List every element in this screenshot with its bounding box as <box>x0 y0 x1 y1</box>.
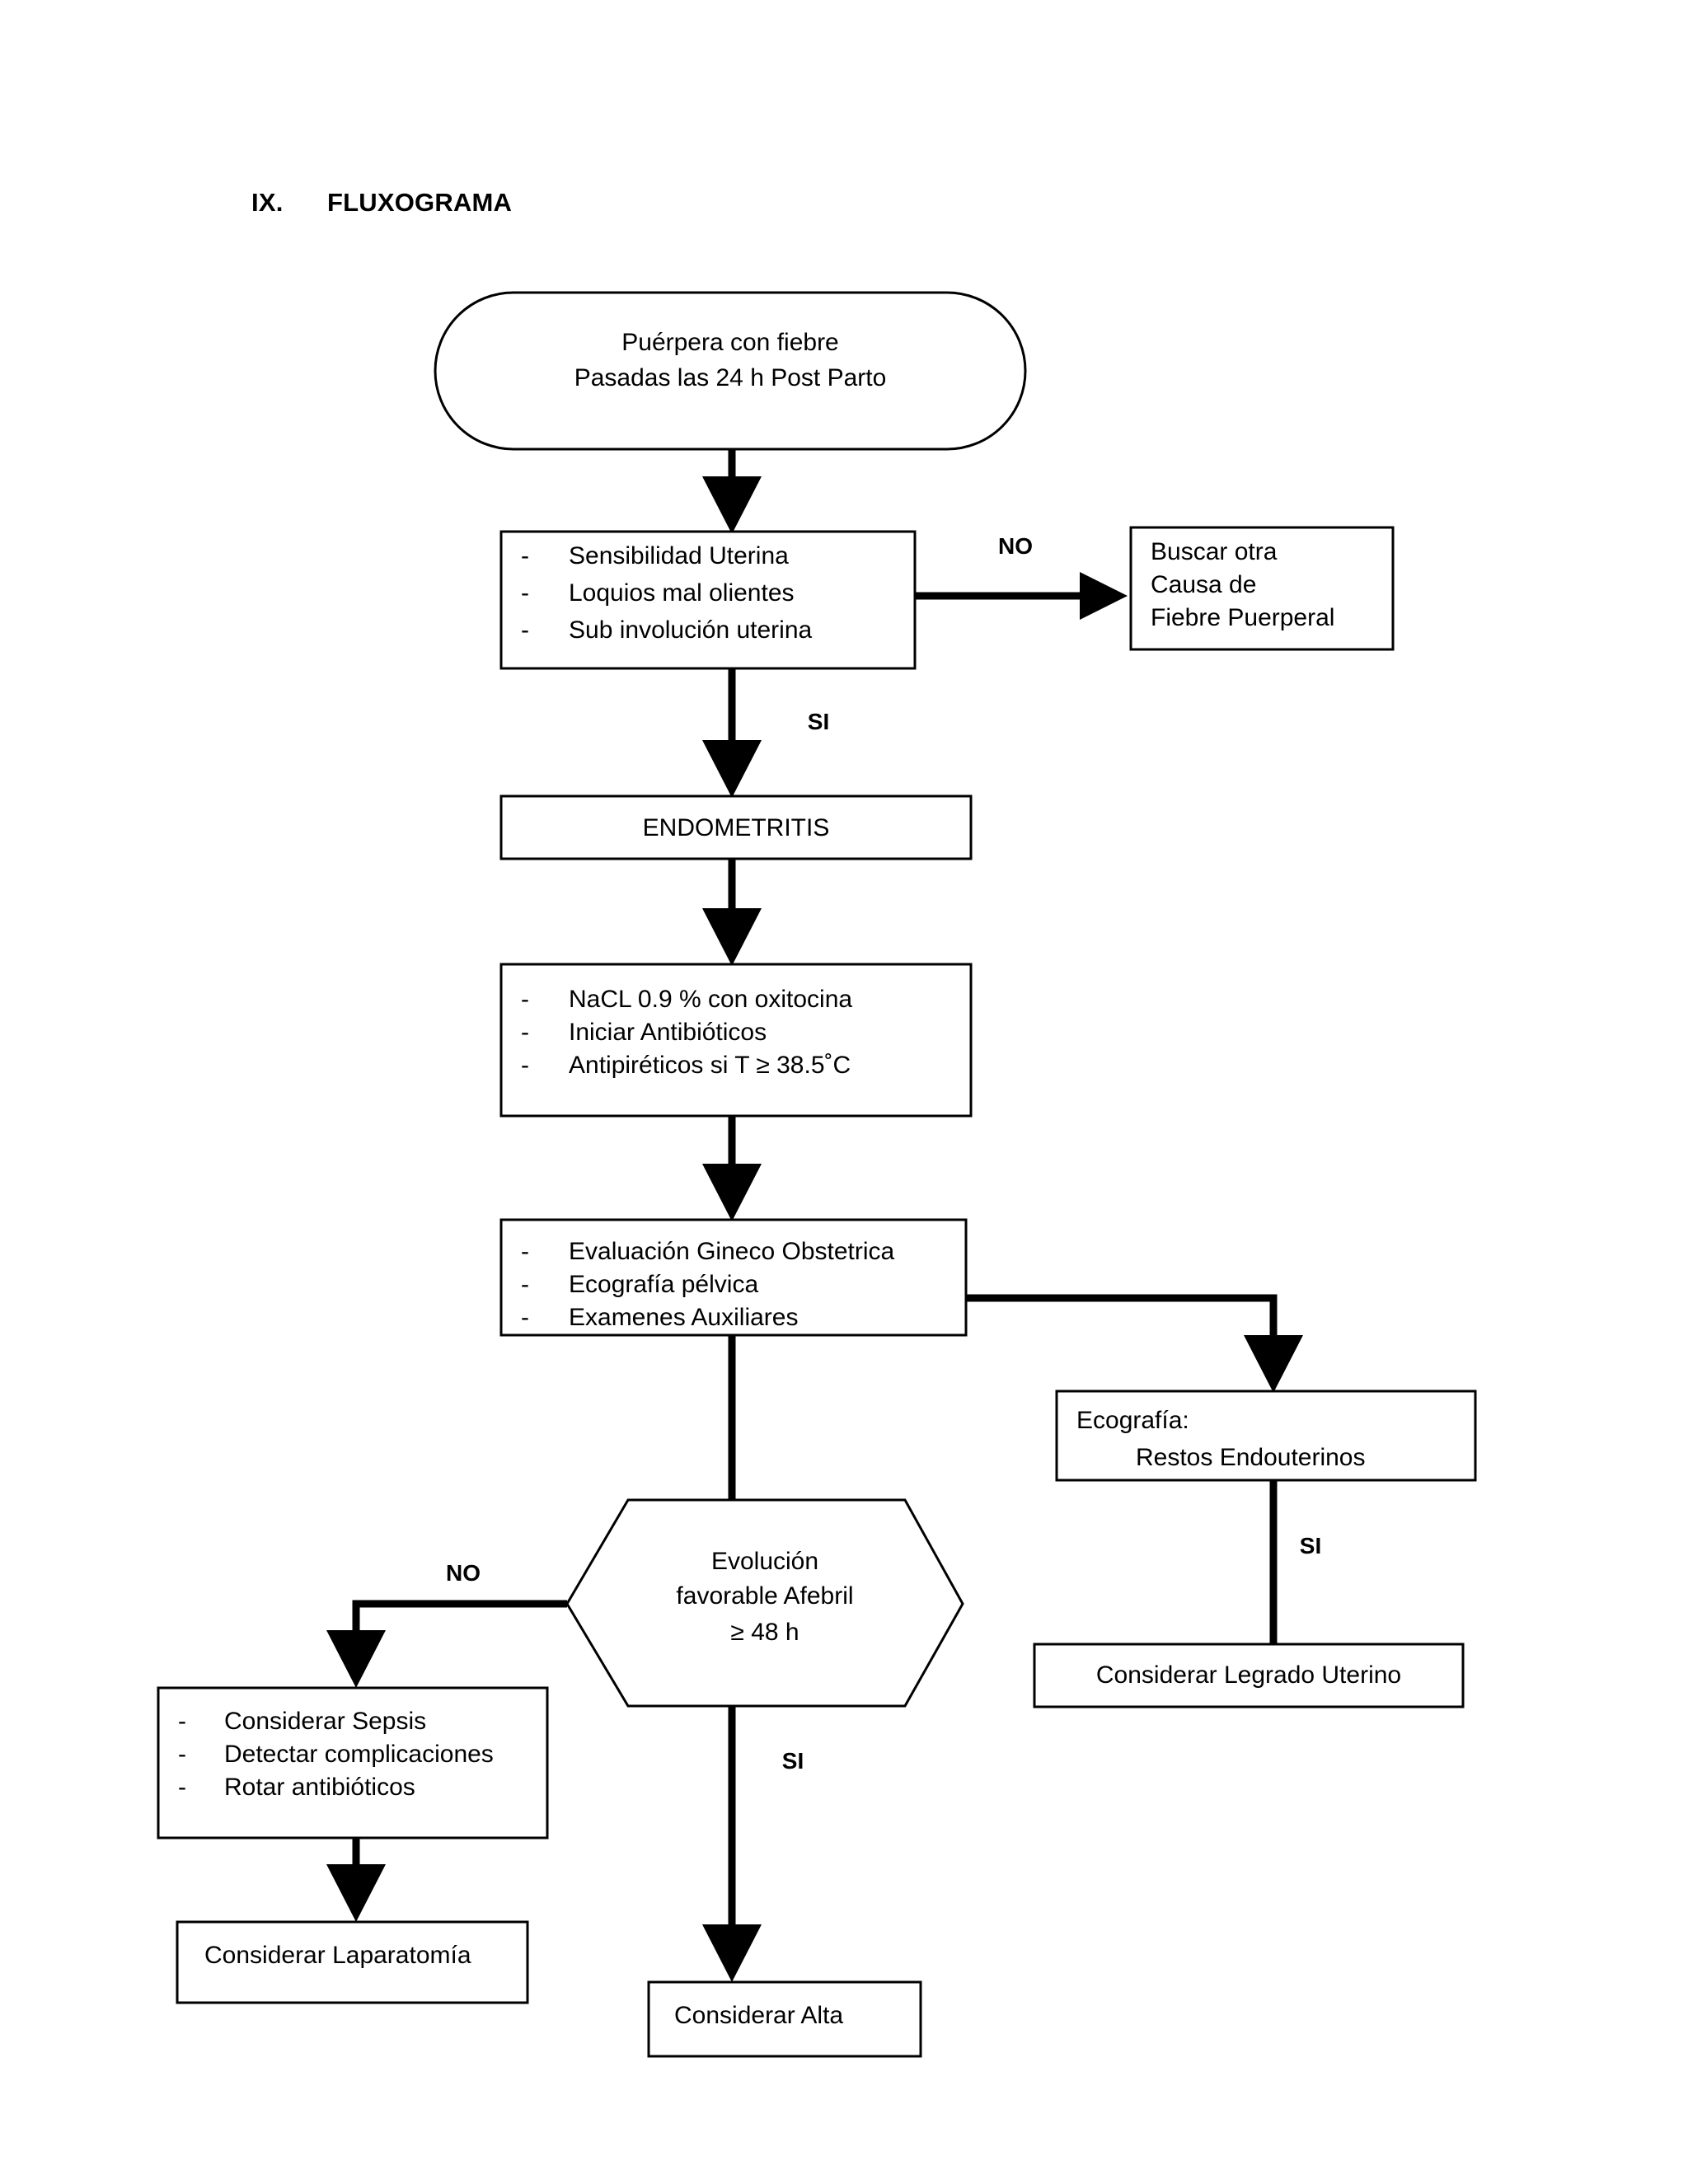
node-discharge[interactable]: Considerar Alta <box>647 1980 922 2058</box>
node-sepsis-bullet-2: Detectar complicaciones <box>224 1741 494 1768</box>
node-sepsis-bullet-marker-2: - <box>178 1741 186 1768</box>
connector-decision-to-sepsis <box>326 1600 567 1688</box>
node-criteria[interactable]: - Sensibilidad Uterina - Loquios mal oli… <box>499 530 917 670</box>
node-ultrasound-line-2: Restos Endouterinos <box>1136 1444 1366 1471</box>
edge-label-criteria-no: NO <box>998 533 1033 559</box>
node-treatment-bullet-marker-1: - <box>521 986 529 1013</box>
node-other-cause[interactable]: Buscar otra Causa de Fiebre Puerperal <box>1129 526 1395 651</box>
connector-criteria-to-other-cause <box>915 572 1128 620</box>
node-decision-line-3: ≥ 48 h <box>730 1619 799 1646</box>
node-treatment-bullet-marker-2: - <box>521 1019 529 1046</box>
node-curettage[interactable]: Considerar Legrado Uterino <box>1033 1643 1465 1708</box>
node-curettage-label: Considerar Legrado Uterino <box>1096 1661 1401 1689</box>
edge-label-ultrasound-si: SI <box>1300 1533 1321 1558</box>
node-evaluation-bullet-1: Evaluación Gineco Obstetrica <box>569 1238 895 1265</box>
node-criteria-bullet-1: Sensibilidad Uterina <box>569 542 789 569</box>
node-treatment-bullet-3: Antipiréticos si T ≥ 38.5˚C <box>569 1052 851 1079</box>
node-evaluation-bullet-2: Ecografía pélvica <box>569 1271 758 1298</box>
node-laparotomy[interactable]: Considerar Laparatomía <box>176 1920 529 2004</box>
node-treatment[interactable]: - NaCL 0.9 % con oxitocina - Iniciar Ant… <box>499 963 973 1118</box>
node-criteria-bullet-marker-3: - <box>521 616 529 644</box>
node-laparotomy-label: Considerar Laparatomía <box>204 1942 471 1969</box>
node-criteria-bullet-marker-2: - <box>521 579 529 607</box>
node-criteria-bullet-3: Sub involución uterina <box>569 616 813 644</box>
node-decision-line-2: favorable Afebril <box>676 1582 853 1610</box>
node-ultrasound-line-1: Ecografía: <box>1076 1407 1189 1434</box>
node-evaluation-bullet-marker-1: - <box>521 1238 529 1265</box>
section-number: IX. <box>251 188 284 217</box>
node-treatment-bullet-1: NaCL 0.9 % con oxitocina <box>569 986 852 1013</box>
node-evaluation-bullet-marker-3: - <box>521 1304 529 1331</box>
node-start-line-2: Pasadas las 24 h Post Parto <box>574 364 887 391</box>
node-sepsis[interactable]: - Considerar Sepsis - Detectar complicac… <box>157 1686 549 1840</box>
node-criteria-bullet-2: Loquios mal olientes <box>569 579 795 607</box>
connector-evaluation-to-ultrasound <box>966 1294 1303 1393</box>
node-start-line-1: Puérpera con fiebre <box>621 329 839 356</box>
node-evaluation-bullet-marker-2: - <box>521 1271 529 1298</box>
node-treatment-bullet-2: Iniciar Antibióticos <box>569 1019 767 1046</box>
connector-start-to-criteria <box>702 445 762 534</box>
node-other-cause-line-3: Fiebre Puerperal <box>1151 604 1334 631</box>
node-sepsis-bullet-marker-1: - <box>178 1708 186 1735</box>
node-evaluation[interactable]: - Evaluación Gineco Obstetrica - Ecograf… <box>499 1218 968 1337</box>
connector-criteria-to-endometritis <box>702 668 762 798</box>
connector-treatment-to-evaluation <box>702 1114 762 1221</box>
edge-label-decision-no: NO <box>446 1560 481 1586</box>
node-decision-line-1: Evolución <box>711 1548 818 1575</box>
connector-decision-to-discharge <box>702 1706 762 1982</box>
connector-endometritis-to-treatment <box>702 857 762 966</box>
node-decision[interactable]: Evolución favorable Afebril ≥ 48 h <box>565 1498 964 1708</box>
node-sepsis-bullet-marker-3: - <box>178 1774 186 1801</box>
connector-sepsis-to-laparotomy <box>326 1838 386 1922</box>
node-endometritis-label: ENDOMETRITIS <box>643 814 830 841</box>
section-title-text: FLUXOGRAMA <box>327 188 513 217</box>
edge-label-decision-si: SI <box>782 1748 804 1774</box>
page-title: IX. FLUXOGRAMA <box>251 188 512 218</box>
node-criteria-bullet-marker-1: - <box>521 542 529 569</box>
node-ultrasound[interactable]: Ecografía: Restos Endouterinos <box>1055 1390 1477 1482</box>
node-evaluation-bullet-3: Examenes Auxiliares <box>569 1304 798 1331</box>
node-sepsis-bullet-1: Considerar Sepsis <box>224 1708 426 1735</box>
node-other-cause-line-2: Causa de <box>1151 571 1256 598</box>
node-sepsis-bullet-3: Rotar antibióticos <box>224 1774 415 1801</box>
node-start[interactable]: Puérpera con fiebre Pasadas las 24 h Pos… <box>434 291 1027 451</box>
node-treatment-bullet-marker-3: - <box>521 1052 529 1079</box>
node-other-cause-line-1: Buscar otra <box>1151 538 1278 565</box>
node-endometritis[interactable]: ENDOMETRITIS <box>499 794 973 860</box>
edge-label-criteria-si: SI <box>808 709 829 734</box>
node-discharge-label: Considerar Alta <box>674 2002 843 2029</box>
